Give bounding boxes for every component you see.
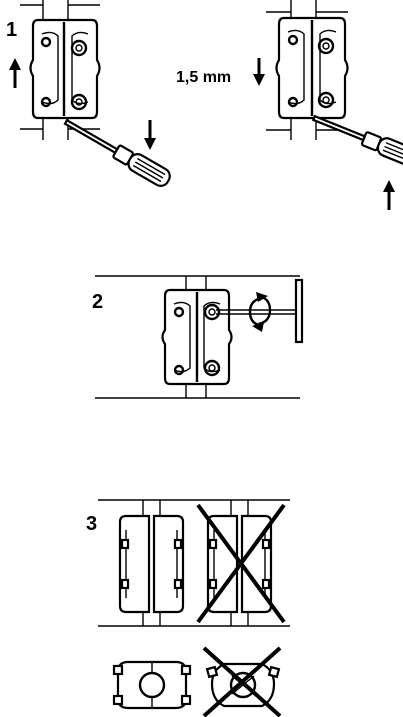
step-3-number: 3 (86, 513, 97, 535)
screwdriver-right (311, 114, 403, 168)
step-3: 3 (86, 499, 290, 717)
clamp-right (266, 0, 349, 140)
clamp-left (20, 0, 101, 140)
clamp-side-correct (118, 514, 185, 614)
cross-mark-icon (196, 503, 286, 624)
arrow-down-icon (253, 58, 265, 86)
clamp-side-wrong (206, 514, 273, 614)
step-2: 2 (92, 275, 304, 399)
rotate-arrow-icon (248, 292, 272, 332)
step-1-number: 1 (6, 19, 17, 41)
arrow-up-icon (383, 180, 395, 210)
clamp-middle (161, 288, 233, 386)
dimension-label: 1,5 mm (176, 69, 231, 86)
clamp-end-correct (112, 660, 192, 710)
arrow-down-icon (144, 120, 156, 150)
cross-mark-icon (202, 646, 282, 717)
arrow-up-icon (9, 58, 21, 88)
t-handle-wrench (216, 278, 304, 344)
step-1: 1 (6, 0, 403, 210)
screwdriver-left (63, 118, 171, 187)
step-2-number: 2 (92, 291, 103, 313)
